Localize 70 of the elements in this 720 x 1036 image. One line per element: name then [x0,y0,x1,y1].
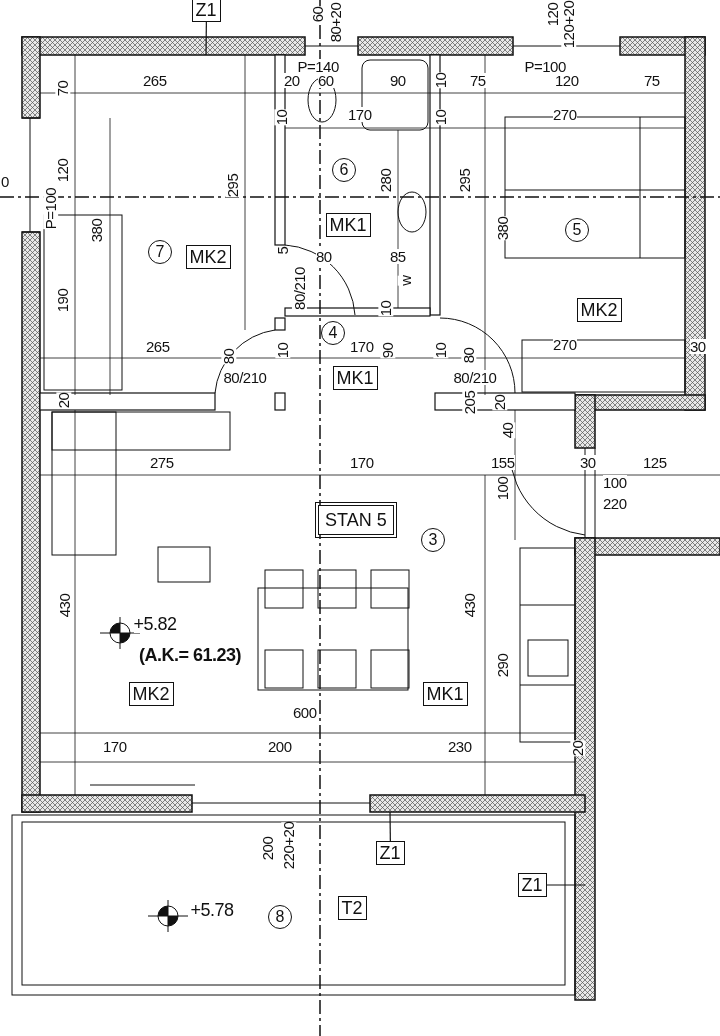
dimension-label: 20 [56,392,72,408]
dimension-label: 290 [495,653,511,677]
dimension-label: 205 [462,390,478,414]
material-tag: MK1 [422,682,468,706]
dimension-label: 100 [495,476,511,500]
dimension-label: 120 [55,158,71,182]
material-tag: T2 [337,896,367,920]
level-label: +5.82 [133,615,177,633]
dimension-label: 10 [275,342,291,358]
dimension-label: 10 [433,72,449,88]
room-number: 5 [565,218,589,242]
leader-line [389,811,391,842]
dimension-label: 20 [492,394,508,410]
dimension-label: 295 [457,168,473,192]
dimension-label: 170 [348,106,372,122]
dimension-label: 80/210 [453,369,497,385]
material-tag: MK2 [576,298,622,322]
material-tag: Z1 [517,873,547,897]
dimension-label: 200 [260,836,276,860]
dimension-label: 270 [553,336,577,352]
dimension-label: 30 [580,454,596,470]
dimension-label: 80 [221,348,237,364]
dimension-label: 80 [461,347,477,363]
dimension-label: 430 [462,593,478,617]
leader-line [546,884,586,886]
dimension-label: 70 [55,80,71,96]
dimension-label: 120 [545,2,561,26]
room-number: 8 [268,905,292,929]
room-number: 3 [421,528,445,552]
dimension-label: P=140 [297,58,339,74]
material-tag: MK2 [128,682,174,706]
dimension-label: 155 [491,454,515,470]
dimension-label: 20 [284,72,300,88]
dimension-label: 10 [378,300,394,316]
dimension-label: 295 [225,173,241,197]
dimension-label: 90 [380,342,396,358]
dimension-label: w [397,274,413,286]
dimension-label: 20 [570,740,586,756]
dimension-label: 5 [275,246,291,254]
level-label: (A.K.= 61.23) [139,646,242,664]
dimension-label: 10 [433,109,449,125]
dimension-label: 60 [310,6,326,22]
material-tag: Z1 [375,841,405,865]
dimension-label: 10 [274,109,290,125]
dimension-label: 75 [470,72,486,88]
apartment-tag: STAN 5 [318,505,394,535]
leader-line [205,21,207,56]
dimension-label: 80/210 [291,266,307,310]
dimension-label: 80 [316,248,332,264]
level-label: +5.78 [190,901,234,919]
dimension-label: 280 [378,168,394,192]
room-number: 6 [332,158,356,182]
room-number: 4 [321,321,345,345]
dimension-label: 40 [500,422,516,438]
dimension-label: 80/210 [223,369,267,385]
room-number: 7 [148,240,172,264]
dimension-label: 380 [495,216,511,240]
dimension-label: 190 [55,288,71,312]
material-tag: MK2 [185,245,231,269]
dimension-label: 85 [390,248,406,264]
dimension-label: 430 [57,593,73,617]
dimension-label: P=100 [42,187,58,229]
dimension-label: 10 [433,342,449,358]
material-tag: MK1 [325,213,371,237]
material-tag: MK1 [332,366,378,390]
dimension-label: 120+20 [560,0,576,48]
material-tag: Z1 [191,0,221,22]
dimension-label: 380 [89,218,105,242]
dimension-label: 220+20 [280,821,296,869]
dimension-label: 80+20 [328,2,344,42]
